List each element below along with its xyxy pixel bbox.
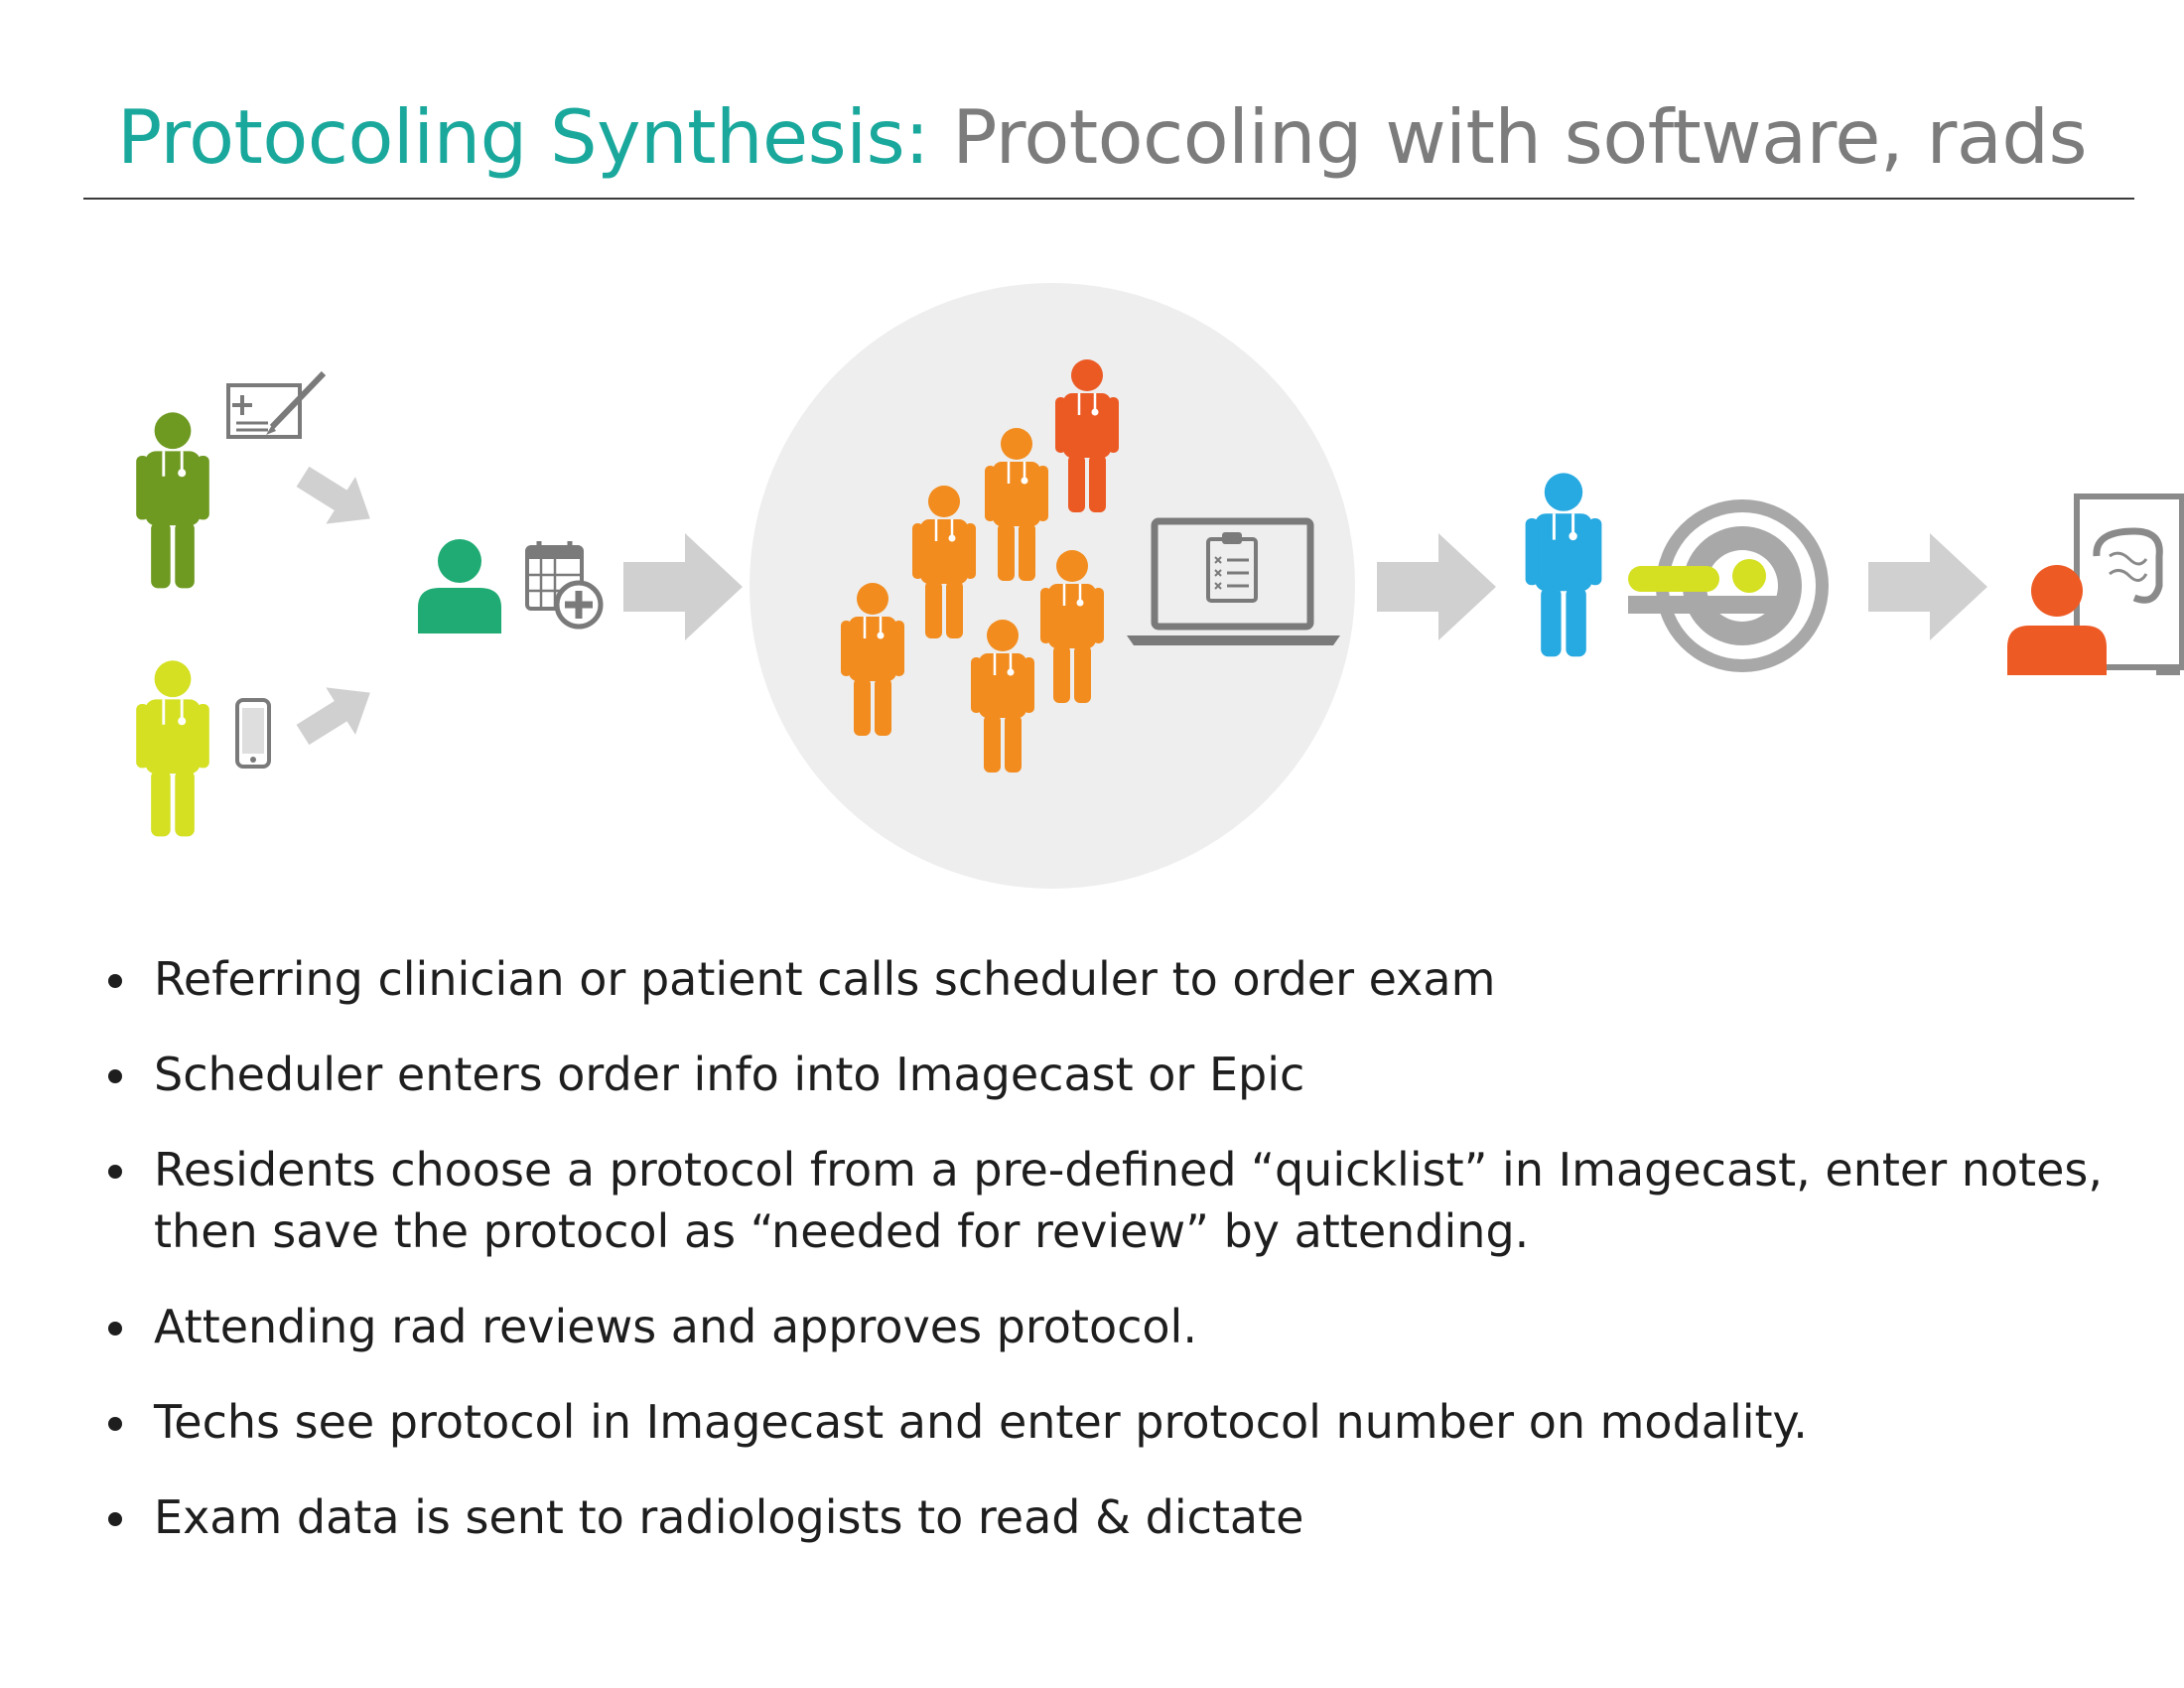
list-item: Techs see protocol in Imagecast and ente… [104,1391,2149,1453]
clinician-figure [134,410,211,590]
title-divider [83,198,2134,200]
list-item: Attending rad reviews and approves proto… [104,1296,2149,1357]
order-form-icon [226,370,327,439]
title-accent: Protocoling Synthesis: [117,93,929,181]
calendar-add-icon [525,541,604,630]
list-item: Residents choose a protocol from a pre-d… [104,1139,2149,1262]
mri-scanner-icon [1628,499,1829,672]
arrow-clinician-to-scheduler [296,466,370,524]
list-item: Referring clinician or patient calls sch… [104,948,2149,1010]
arrow-residents-to-tech [1377,533,1496,640]
laptop-clipboard-icon [1127,517,1340,645]
flow-arrows [296,466,1987,746]
title-rest: Protocoling with software, rads [928,93,2088,181]
phone-icon [235,698,271,769]
tech-figure [1524,471,1603,658]
slide-title: Protocoling Synthesis: Protocoling with … [117,87,2088,187]
workflow-diagram [134,283,2184,889]
arrow-tech-to-radiologist [1868,533,1987,640]
patient-figure [134,658,211,838]
list-item: Scheduler enters order info into Imageca… [104,1044,2149,1105]
arrow-scheduler-to-residents [623,533,743,640]
radiologist-avatar [2007,565,2107,675]
arrow-patient-to-scheduler [296,687,370,746]
list-item: Exam data is sent to radiologists to rea… [104,1486,2149,1548]
scheduler-avatar [418,539,501,633]
bullet-list: Referring clinician or patient calls sch… [104,948,2149,1582]
